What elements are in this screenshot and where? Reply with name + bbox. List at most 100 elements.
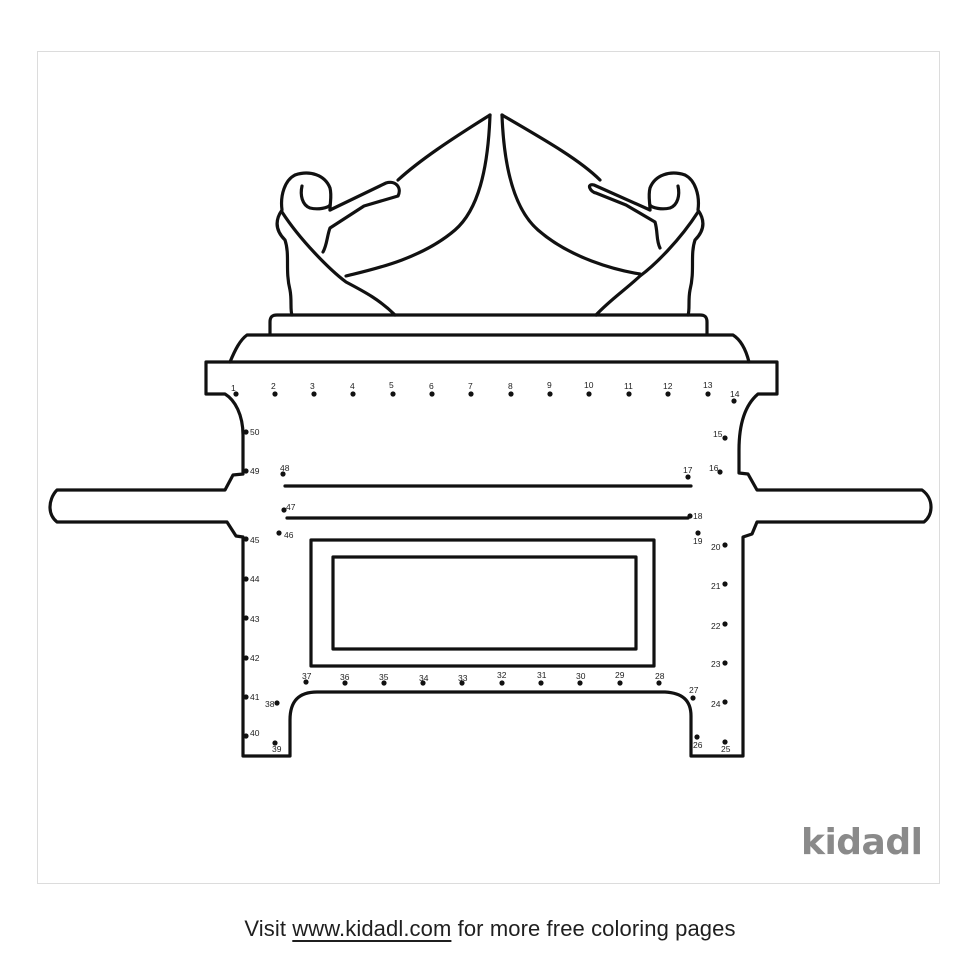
- dot-number: 17: [683, 465, 693, 475]
- dot-44: 44: [243, 574, 260, 584]
- dot-number: 40: [250, 728, 260, 738]
- dot-marker: [459, 680, 465, 686]
- dot-marker: [705, 391, 711, 397]
- dot-number: 44: [250, 574, 260, 584]
- dot-12: 12: [663, 381, 673, 397]
- dot-1: 1: [231, 383, 239, 397]
- dot-number: 9: [547, 380, 552, 390]
- ark-body: [48, 360, 933, 758]
- dot-number: 10: [584, 380, 594, 390]
- dot-marker: [508, 391, 514, 397]
- dot-number: 26: [693, 740, 703, 750]
- dot-number: 32: [497, 670, 507, 680]
- dot-marker: [694, 734, 700, 740]
- dot-number: 22: [711, 621, 721, 631]
- dot-marker: [586, 391, 592, 397]
- dot-marker: [468, 391, 474, 397]
- dot-number: 16: [709, 463, 719, 473]
- dot-marker: [243, 536, 249, 542]
- outer-panel: [309, 538, 656, 668]
- dot-23: 23: [711, 659, 728, 669]
- dot-19: 19: [693, 530, 703, 546]
- mercy-seat-base: [228, 333, 751, 364]
- dot-5: 5: [389, 380, 396, 397]
- dot-number: 42: [250, 653, 260, 663]
- dot-number: 46: [284, 530, 294, 540]
- dot-46: 46: [276, 530, 294, 540]
- dot-20: 20: [711, 542, 728, 552]
- dot-35: 35: [379, 672, 389, 686]
- dot-30: 30: [576, 671, 586, 686]
- dot-number: 8: [508, 381, 513, 391]
- footer-suffix: for more free coloring pages: [451, 916, 736, 941]
- dot-marker: [626, 391, 632, 397]
- dot-number: 11: [624, 381, 633, 391]
- dot-number: 39: [272, 744, 282, 754]
- footer-text: Visit www.kidadl.com for more free color…: [0, 916, 980, 942]
- dot-number: 38: [265, 699, 275, 709]
- dot-number: 41: [250, 692, 260, 702]
- dot-marker: [722, 435, 728, 441]
- dot-marker: [538, 680, 544, 686]
- dot-41: 41: [243, 692, 260, 702]
- dot-marker: [547, 391, 553, 397]
- dot-marker: [690, 695, 696, 701]
- dot-33: 33: [458, 673, 468, 686]
- dot-7: 7: [468, 381, 474, 397]
- dot-number: 36: [340, 672, 350, 682]
- dot-39: 39: [272, 740, 282, 754]
- dot-marker: [243, 468, 249, 474]
- dot-number: 48: [280, 463, 290, 473]
- dot-marker: [731, 398, 737, 404]
- dot-50: 50: [243, 427, 260, 437]
- dot-49: 49: [243, 466, 260, 476]
- dot-2: 2: [271, 381, 278, 397]
- dot-43: 43: [243, 614, 260, 624]
- dot-14: 14: [730, 389, 740, 404]
- dot-marker: [685, 474, 691, 480]
- kidadl-link[interactable]: www.kidadl.com: [292, 916, 452, 941]
- dot-31: 31: [537, 670, 547, 686]
- dot-marker: [243, 429, 249, 435]
- dot-marker: [722, 660, 728, 666]
- inner-panel: [331, 555, 638, 651]
- cherubim-right: [500, 113, 705, 317]
- dot-marker: [272, 740, 278, 746]
- mercy-seat-top: [268, 313, 709, 336]
- dot-number: 18: [693, 511, 703, 521]
- dot-8: 8: [508, 381, 514, 397]
- dot-number: 1: [231, 383, 236, 393]
- dot-number: 27: [689, 685, 699, 695]
- dot-marker: [722, 581, 728, 587]
- dot-22: 22: [711, 621, 728, 631]
- dot-40: 40: [243, 728, 260, 739]
- dot-32: 32: [497, 670, 507, 686]
- dot-marker: [281, 507, 287, 513]
- dot-47: 47: [281, 502, 296, 513]
- dot-36: 36: [340, 672, 350, 686]
- dot-marker: [280, 471, 286, 477]
- dot-38: 38: [265, 699, 280, 709]
- dot-number: 28: [655, 671, 665, 681]
- dot-marker: [276, 530, 282, 536]
- dot-marker: [722, 621, 728, 627]
- page-frame: [37, 51, 940, 884]
- dot-marker: [274, 700, 280, 706]
- dot-4: 4: [350, 381, 356, 397]
- dot-number: 33: [458, 673, 468, 683]
- dot-number: 50: [250, 427, 260, 437]
- dot-10: 10: [584, 380, 594, 397]
- dot-marker: [303, 679, 309, 685]
- dot-number: 47: [286, 502, 296, 512]
- dot-26: 26: [693, 734, 703, 750]
- dot-number: 37: [302, 671, 312, 681]
- dot-number: 19: [693, 536, 703, 546]
- dot-number: 6: [429, 381, 434, 391]
- dot-marker: [722, 542, 728, 548]
- dot-marker: [243, 576, 249, 582]
- dot-number: 24: [711, 699, 721, 709]
- dot-marker: [695, 530, 701, 536]
- dot-29: 29: [615, 670, 625, 686]
